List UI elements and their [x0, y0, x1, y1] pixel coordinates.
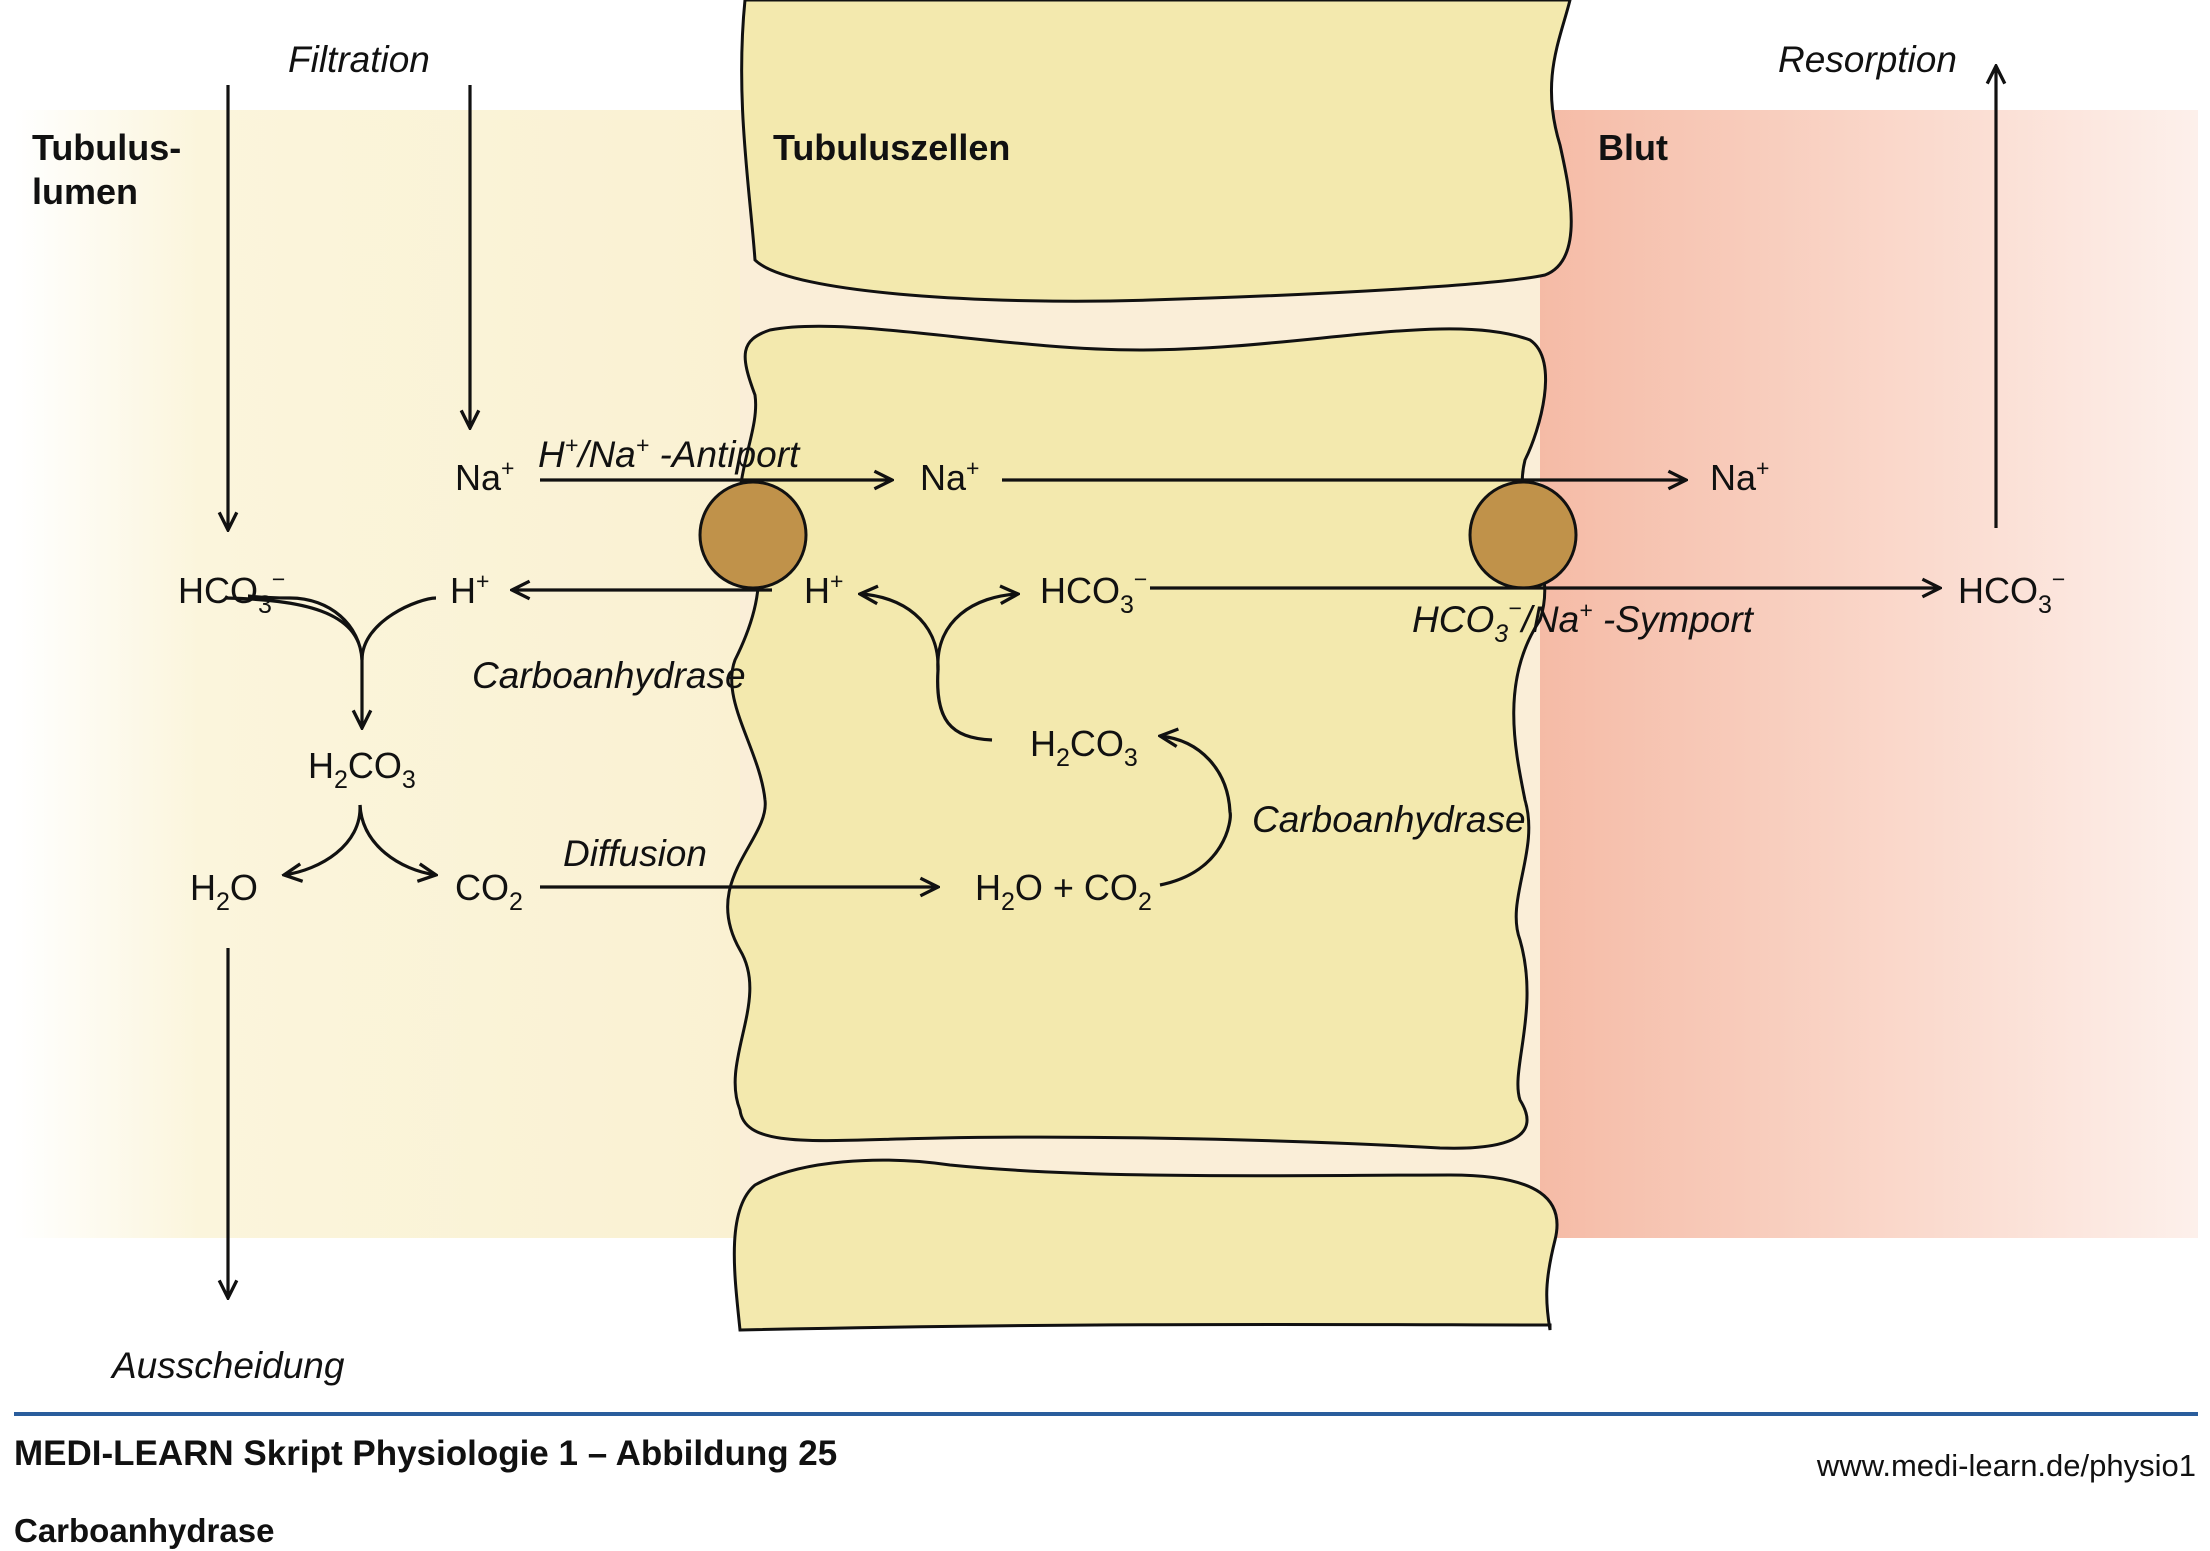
filtration-label: Filtration	[288, 39, 430, 80]
blood-band	[1540, 110, 2198, 1238]
symport-transporter	[1468, 480, 1578, 590]
footer-rule	[14, 1412, 2198, 1416]
excretion-label: Ausscheidung	[110, 1345, 345, 1386]
h2co3-lumen: H2CO3	[308, 745, 416, 794]
cell-top	[740, 0, 1573, 303]
region-lumen-label: Tubulus- lumen	[32, 127, 191, 212]
figure-subtitle: Carboanhydrase	[14, 1512, 275, 1549]
arrow-split-co2	[358, 804, 436, 875]
source-url[interactable]: www.medi-learn.de/physio1	[1816, 1448, 2196, 1483]
carboanhydrase-cell-label: Carboanhydrase	[1252, 799, 1526, 840]
region-cells-label: Tubuluszellen	[773, 127, 1010, 168]
antiport-transporter	[698, 480, 808, 590]
arrow-cell-h2co3-split-right	[936, 594, 1018, 671]
resorption-label: Resorption	[1778, 39, 1957, 80]
figure-title: MEDI-LEARN Skript Physiologie 1 – Abbild…	[14, 1434, 838, 1473]
carboanhydrase-lumen-label: Carboanhydrase	[472, 655, 746, 696]
region-lumen-line1: Tubulus-	[32, 127, 181, 168]
lumen-band	[14, 110, 754, 1238]
cell-middle	[726, 324, 1547, 1150]
arrow-split-h2o	[284, 804, 362, 875]
carboanhydrase-diagram: Tubulus- lumen Tubuluszellen Blut Filtra…	[14, 0, 2198, 1386]
arrow-merge-to-h2co3	[225, 594, 437, 661]
arrow-cell-carboanhydrase	[1160, 736, 1232, 887]
diffusion-label: Diffusion	[563, 833, 707, 874]
cell-bottom	[732, 1158, 1559, 1332]
h2co3-cell: H2CO3	[1030, 723, 1138, 772]
antiport-label: H+/Na+ -Antiport	[538, 432, 801, 475]
region-blood-label: Blut	[1598, 127, 1668, 168]
region-lumen-line2: lumen	[32, 171, 138, 212]
